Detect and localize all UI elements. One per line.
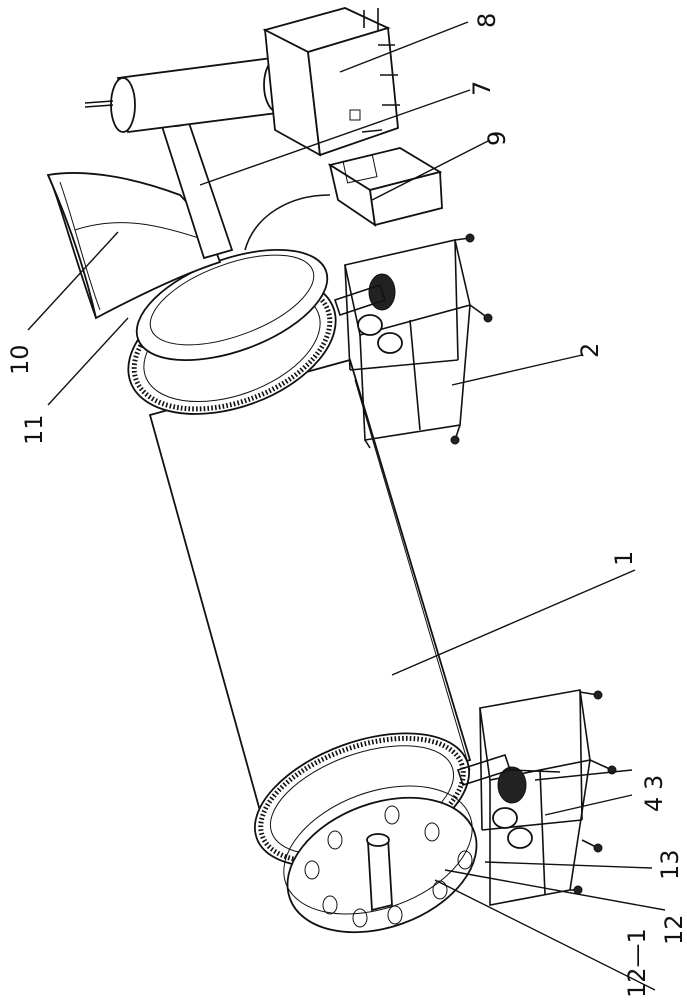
label-13: 13 bbox=[656, 849, 684, 880]
control-box-8 bbox=[262, 7, 400, 157]
label-12: 12 bbox=[660, 914, 687, 945]
lower-support-frame bbox=[456, 689, 617, 906]
burner-cylinder bbox=[84, 57, 293, 134]
label-10: 10 bbox=[6, 344, 34, 375]
label-8: 8 bbox=[473, 13, 501, 28]
label-12-1: 12—1 bbox=[623, 928, 651, 998]
label-2: 2 bbox=[576, 343, 604, 358]
label-9: 9 bbox=[483, 131, 511, 146]
control-box-9 bbox=[244, 147, 443, 251]
label-1: 1 bbox=[610, 551, 638, 566]
leader-lines bbox=[27, 21, 666, 991]
label-7: 7 bbox=[468, 81, 496, 96]
upper-ring-gear bbox=[127, 248, 337, 415]
label-4: 4 bbox=[640, 797, 668, 812]
upper-support-frame bbox=[333, 233, 493, 449]
label-3: 3 bbox=[640, 775, 668, 790]
inlet-hood bbox=[46, 172, 222, 320]
end-plate bbox=[283, 785, 478, 934]
label-11: 11 bbox=[20, 414, 48, 445]
